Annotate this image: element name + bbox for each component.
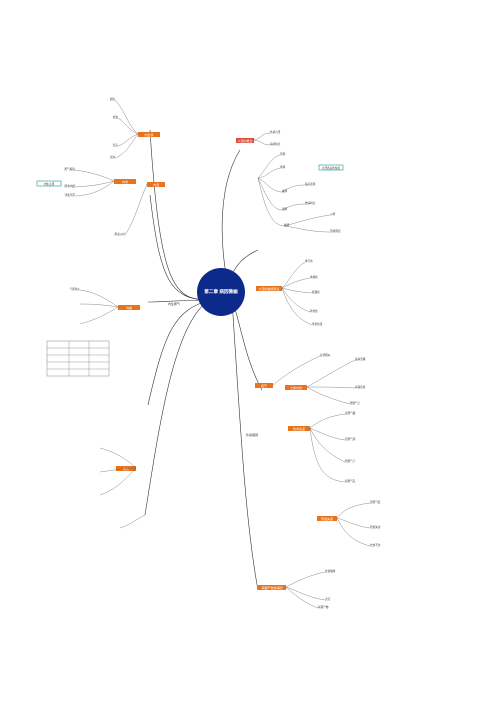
node-label: 燥邪 — [284, 223, 290, 227]
node-label: 悲则气消 — [345, 437, 356, 441]
node-label: 过劳 — [325, 597, 331, 601]
category-right-0[interactable]: 六淫的概念 — [236, 138, 254, 143]
teal-box-right-label: 六淫各自的性质 — [322, 166, 341, 170]
category-right-6-label: 病理产物性病因 — [261, 585, 282, 590]
right-labels: 外感六淫 病机特点 风邪 寒邪 暑邪 湿邪 燥邪 临床表现 致病特点 火邪 形成… — [270, 130, 381, 609]
node-label: 过逸 — [110, 155, 116, 159]
category-right-4[interactable]: 饮食失宜 — [288, 426, 310, 431]
category-right-0-label: 六淫的概念 — [237, 138, 252, 143]
right-subtrees — [253, 132, 371, 609]
category-left-3-label: 内燥 — [126, 305, 132, 310]
category-right-2-label: 疠气 — [261, 383, 267, 388]
category-right-6[interactable]: 病理产物性病因 — [258, 585, 286, 590]
category-left-2-label: 内湿 — [153, 182, 159, 187]
category-right-5-label: 劳逸失度 — [321, 516, 333, 521]
teal-box-left[interactable]: 内生五邪 — [36, 180, 62, 187]
node-label: 饥饱失常 — [370, 525, 381, 529]
node-label: 形成原因 — [330, 229, 341, 233]
node-label: 思则气结 — [370, 500, 381, 504]
node-label: 气郁化火 — [70, 287, 81, 291]
category-right-3[interactable]: 七情内伤 — [285, 385, 307, 390]
teal-box-right[interactable]: 六淫各自的性质 — [318, 164, 344, 171]
category-left-0[interactable]: 内生风 — [138, 132, 160, 137]
node-label: 病情危重 — [355, 385, 366, 389]
node-label: 寒邪 — [280, 165, 286, 169]
node-label: 津液不足 — [65, 193, 76, 197]
category-left-0-label: 内生风 — [144, 132, 153, 137]
teal-box-left-label: 内生五邪 — [44, 182, 55, 186]
node-label: 转化性 — [310, 309, 318, 313]
node-label: 湿邪 — [282, 207, 288, 211]
node-label: 致病特点 — [305, 201, 316, 205]
node-label: 饮食偏嗜 — [325, 569, 336, 573]
center-node[interactable]: 第二章 病因微幽 — [197, 268, 245, 316]
node-label: 病机特点 — [270, 142, 281, 146]
category-right-4-label: 饮食失宜 — [293, 426, 305, 431]
node-label: 饮食不洁 — [370, 543, 381, 547]
left-subtrees — [74, 99, 148, 529]
category-left-1[interactable]: 内寒 — [114, 179, 136, 184]
category-right-1[interactable]: 六淫的致病特点 — [256, 286, 282, 291]
node-label: 怒则气上 — [350, 401, 361, 405]
node-label: 发病急骤 — [355, 357, 366, 361]
category-left-1-label: 内寒 — [122, 179, 128, 184]
branch-left-label: 内生邪气 — [168, 301, 180, 306]
category-left-3[interactable]: 内燥 — [118, 305, 140, 310]
node-label: 阳气偏衰 — [65, 167, 76, 171]
node-label: 阴寒内盛 — [65, 184, 76, 188]
node-label: 瘀血 — [113, 115, 119, 119]
node-label: 临床表现 — [305, 182, 316, 186]
node-label: 暑邪 — [282, 189, 288, 193]
left-labels: 痰饮 瘀血 结石 过逸 阳气偏衰 阴寒内盛 津液不足 阴虚火旺 气郁化火 — [65, 97, 126, 291]
category-right-2[interactable]: 疠气 — [255, 383, 273, 388]
node-label: 季节性 — [305, 259, 313, 263]
category-right-5[interactable]: 劳逸失度 — [317, 516, 337, 521]
node-label: 外感六淫 — [270, 130, 281, 134]
node-label: 病理产物 — [318, 605, 329, 609]
node-label: 风邪 — [280, 152, 286, 156]
branch-right-label: 外感病因 — [246, 432, 258, 437]
node-label: 火邪 — [330, 212, 336, 216]
center-title: 第二章 病因微幽 — [204, 288, 238, 295]
left-table — [46, 340, 110, 377]
main-connectors — [144, 129, 263, 591]
node-label: 喜则气缓 — [345, 411, 356, 415]
node-label: 症状相似 — [320, 353, 331, 357]
node-label: 痰饮 — [110, 97, 116, 101]
node-label: 惊则气乱 — [345, 479, 356, 483]
category-right-1-label: 六淫的致病特点 — [258, 286, 279, 291]
node-label: 地域性 — [310, 275, 318, 279]
node-label: 恐则气下 — [345, 459, 356, 463]
node-label: 阴虚火旺 — [115, 232, 126, 236]
node-label: 传染性强 — [312, 322, 323, 326]
node-label: 结石 — [113, 143, 119, 147]
category-left-2[interactable]: 内湿 — [147, 182, 165, 187]
node-label: 相兼性 — [312, 290, 320, 294]
category-right-3-label: 七情内伤 — [290, 385, 302, 390]
